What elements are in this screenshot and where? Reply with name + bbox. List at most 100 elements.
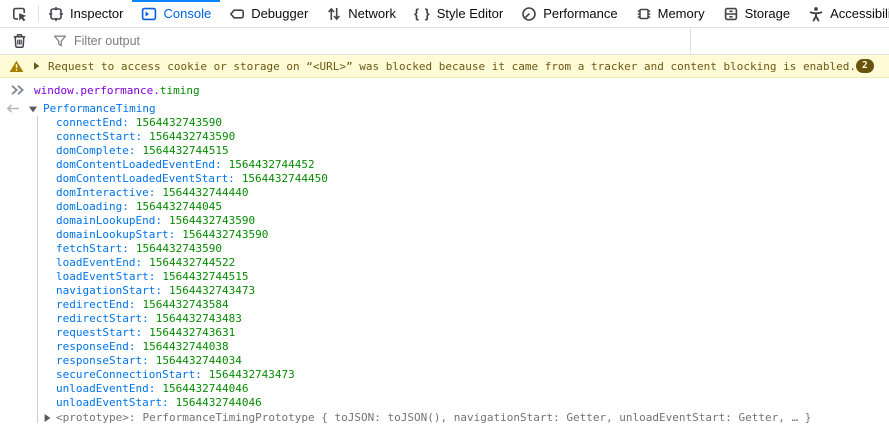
property-row: domainLookupStart:1564432743590 (0, 228, 889, 242)
console-output: Request to access cookie or storage on “… (0, 55, 889, 425)
property-value: 1564432744045 (135, 200, 222, 213)
expand-arrow-icon[interactable] (32, 61, 41, 71)
property-name: unloadEventStart: (56, 396, 169, 409)
tab-storage[interactable]: Storage (714, 0, 800, 27)
object-class-name: PerformanceTiming (43, 102, 156, 115)
property-name: domContentLoadedEventStart: (56, 172, 235, 185)
memory-icon (637, 8, 650, 19)
tab-label: Debugger (251, 6, 309, 21)
property-name: requestStart: (56, 326, 143, 339)
tab-accessibility[interactable]: Accessibility (799, 0, 889, 27)
console-filter-bar (0, 28, 889, 55)
property-name: unloadEventEnd: (56, 382, 156, 395)
tab-label: Style Editor (436, 6, 504, 21)
property-value: 1564432744440 (162, 186, 249, 199)
tab-debugger[interactable]: Debugger (220, 0, 317, 27)
property-value: 1564432743483 (155, 312, 242, 325)
tab-performance[interactable]: Performance (512, 0, 626, 27)
property-row: domContentLoadedEventEnd: 1564432744452 (0, 158, 889, 172)
property-name: domLoading: (56, 200, 129, 213)
tab-network[interactable]: Network (317, 0, 405, 27)
property-name: domainLookupStart: (56, 228, 176, 241)
property-value: 1564432744515 (162, 270, 249, 283)
property-row: domainLookupEnd: 1564432743590 (0, 214, 889, 228)
property-name: connectStart: (56, 130, 143, 143)
property-row: fetchStart:1564432743590 (0, 242, 889, 256)
tab-label: Accessibility (830, 6, 889, 21)
filter-input-wrap (53, 34, 889, 48)
return-value-arrow-icon (6, 104, 19, 113)
pick-element-button[interactable] (0, 0, 38, 27)
network-icon (328, 7, 341, 20)
property-value: 1564432743584 (142, 298, 229, 311)
filter-funnel-icon (53, 35, 67, 47)
property-row: unloadEventEnd: 1564432744046 (0, 382, 889, 396)
command-property-token: timing (159, 83, 200, 97)
warning-count-badge: 2 (855, 59, 874, 73)
style-editor-icon: { } (413, 6, 431, 21)
tab-label: Performance (543, 6, 618, 21)
prototype-value: PerformanceTimingPrototype { toJSON: toJ… (142, 411, 812, 424)
console-icon (142, 7, 157, 20)
warning-message-row[interactable]: Request to access cookie or storage on “… (0, 55, 889, 78)
property-value: 1564432743590 (135, 242, 222, 255)
tab-inspector[interactable]: Inspector (39, 0, 132, 27)
expand-arrow-icon[interactable] (42, 413, 52, 423)
tab-memory[interactable]: Memory (627, 0, 714, 27)
clear-console-button[interactable] (0, 33, 38, 49)
property-value: 1564432743590 (135, 116, 222, 129)
filter-output-input[interactable] (74, 34, 889, 48)
property-name: domainLookupEnd: (56, 214, 162, 227)
tab-label: Memory (657, 6, 705, 21)
property-row: secureConnectionStart:1564432743473 (0, 368, 889, 382)
property-value: 1564432744046 (162, 382, 249, 395)
inspector-icon (49, 6, 63, 21)
property-row: responseStart:1564432744034 (0, 354, 889, 368)
property-value: 1564432743473 (208, 368, 295, 381)
tab-style-editor[interactable]: { } Style Editor (405, 0, 512, 27)
command-echo-row: window.performance.timing (0, 78, 889, 101)
property-row: domContentLoadedEventStart:1564432744450 (0, 172, 889, 186)
property-row: navigationStart:1564432743473 (0, 284, 889, 298)
property-name: domComplete: (56, 144, 136, 157)
property-row: domInteractive: 1564432744440 (0, 186, 889, 200)
object-property-tree: connectEnd:1564432743590 connectStart:15… (0, 116, 889, 425)
property-row: responseEnd: 1564432744038 (0, 340, 889, 354)
property-list: connectEnd:1564432743590 connectStart:15… (0, 116, 889, 410)
property-value: 1564432744452 (228, 158, 315, 171)
property-name: responseEnd: (56, 340, 136, 353)
property-value: 1564432744038 (142, 340, 229, 353)
command-code: window.performance.timing (34, 84, 200, 97)
property-value: 1564432744515 (142, 144, 229, 157)
property-name: domContentLoadedEventEnd: (56, 158, 222, 171)
property-row: redirectEnd:1564432743584 (0, 298, 889, 312)
pick-element-icon (13, 7, 27, 21)
property-value: 1564432743590 (168, 214, 256, 227)
tab-label: Storage (744, 6, 791, 21)
property-name: loadEventEnd: (56, 256, 143, 269)
collapse-arrow-icon[interactable] (28, 104, 38, 114)
property-value: 1564432743473 (168, 284, 256, 297)
property-name: connectEnd: (56, 116, 129, 129)
devtools-tab-bar: Inspector Console Debugger Network { } S… (0, 0, 889, 28)
performance-icon (522, 6, 537, 21)
storage-icon (724, 7, 737, 20)
tab-label: Inspector (70, 6, 124, 21)
warning-triangle-icon (9, 60, 24, 72)
tab-console[interactable]: Console (132, 0, 220, 27)
toolbar-divider (38, 5, 39, 22)
prototype-row: <prototype>: PerformanceTimingPrototype … (0, 410, 889, 425)
property-name: responseStart: (56, 354, 149, 367)
debugger-icon (230, 8, 245, 19)
property-row: domLoading: 1564432744045 (0, 200, 889, 214)
property-value: 1564432743590 (149, 130, 236, 143)
warning-message-text: Request to access cookie or storage on “… (48, 59, 856, 73)
property-row: connectStart: 1564432743590 (0, 130, 889, 144)
tab-label: Console (163, 6, 212, 21)
property-row: loadEventEnd: 1564432744522 (0, 256, 889, 270)
tab-label: Network (348, 6, 396, 21)
property-name: domInteractive: (56, 186, 156, 199)
property-value: 1564432744522 (149, 256, 236, 269)
command-object-token: window.performance. (34, 83, 160, 97)
property-row: requestStart:1564432743631 (0, 326, 889, 340)
